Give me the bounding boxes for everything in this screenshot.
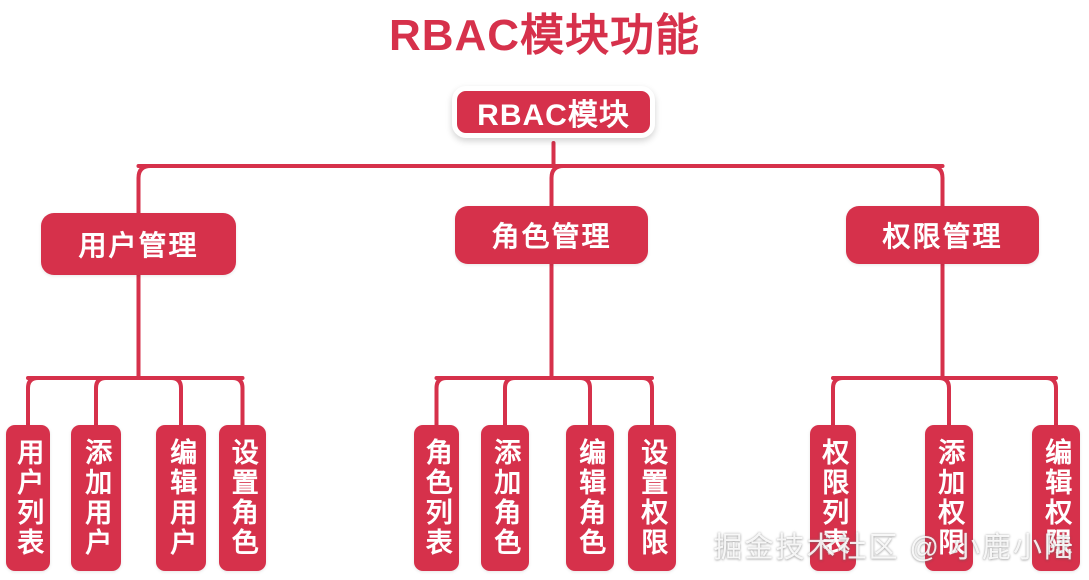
node-branch-2[interactable]: 权限管理	[846, 206, 1039, 264]
leaf-drop-0-3	[230, 376, 245, 427]
leaf-drop-2-2	[1044, 376, 1058, 427]
node-leaf-0-2[interactable]: 编辑用户	[156, 425, 206, 571]
leaf-drop-1-3	[640, 376, 654, 427]
node-leaf-2-2-label: 编辑权限	[1041, 438, 1072, 558]
node-branch-2-label: 权限管理	[882, 221, 1003, 252]
leaf-drop-1-0	[434, 376, 449, 427]
node-leaf-2-0[interactable]: 权限列表	[810, 425, 856, 571]
node-leaf-0-1-label: 添加用户	[81, 438, 112, 558]
node-leaf-0-3-label: 设置角色	[227, 438, 258, 558]
node-leaf-2-2[interactable]: 编辑权限	[1032, 425, 1080, 571]
node-root[interactable]: RBAC模块	[452, 86, 655, 138]
node-leaf-1-3[interactable]: 设置权限	[628, 425, 676, 571]
branch-drop-0	[136, 164, 153, 215]
leaf-drop-2-1	[937, 376, 951, 427]
node-leaf-1-3-label: 设置权限	[637, 438, 668, 558]
node-branch-1-label: 角色管理	[491, 221, 612, 252]
node-leaf-0-3[interactable]: 设置角色	[219, 425, 266, 571]
node-leaf-0-0-label: 用户列表	[13, 438, 44, 558]
node-leaf-0-2-label: 编辑用户	[166, 438, 197, 558]
node-leaf-1-0-label: 角色列表	[421, 438, 452, 558]
node-leaf-0-0[interactable]: 用户列表	[6, 425, 50, 571]
node-root-label: RBAC模块	[477, 99, 630, 132]
node-leaf-2-1-label: 添加权限	[934, 438, 965, 558]
node-leaf-1-2[interactable]: 编辑角色	[566, 425, 614, 571]
leaf-drop-2-0	[831, 376, 845, 427]
node-leaf-0-1[interactable]: 添加用户	[71, 425, 121, 571]
watermark: 掘金技术社区 @ 小鹿小陆	[713, 532, 1075, 564]
branch-drop-2	[928, 164, 945, 208]
node-branch-0[interactable]: 用户管理	[41, 213, 236, 275]
node-leaf-1-1-label: 添加角色	[490, 438, 521, 558]
node-leaf-1-1[interactable]: 添加角色	[481, 425, 529, 571]
leaf-drop-0-0	[26, 376, 40, 427]
branch-drop-1	[549, 164, 566, 208]
node-leaf-2-0-label: 权限列表	[818, 438, 849, 558]
node-leaf-1-0[interactable]: 角色列表	[414, 425, 459, 571]
leaf-drop-1-2	[578, 376, 592, 427]
leaf-drop-0-2	[169, 376, 183, 427]
node-branch-1[interactable]: 角色管理	[455, 206, 648, 264]
page-title: RBAC模块功能	[388, 11, 701, 60]
node-leaf-1-2-label: 编辑角色	[575, 438, 606, 558]
leaf-drop-0-1	[94, 376, 108, 427]
node-leaf-2-1[interactable]: 添加权限	[925, 425, 973, 571]
node-branch-0-label: 用户管理	[78, 230, 199, 261]
leaf-drop-1-1	[503, 376, 517, 427]
